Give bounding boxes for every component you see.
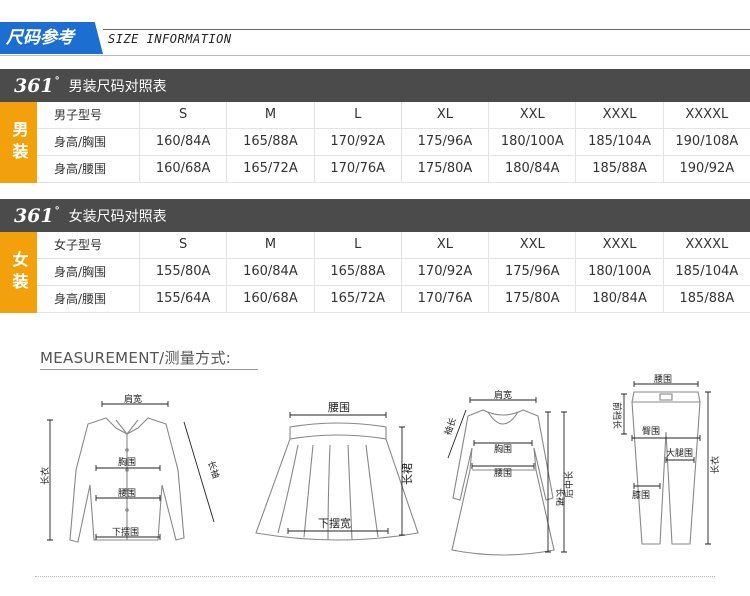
dress-shoulder-label: 肩宽 [494,389,512,401]
table-cell: 160/84A [226,259,313,285]
table-cell: 175/80A [488,286,575,312]
size-reference-tab: 尺码参考 [0,22,103,54]
table-cell: L [313,102,401,128]
table-cell: XXL [488,232,575,258]
dress-length-label: 长裙 [554,488,566,506]
table-cell: 160/68A [139,156,226,182]
shirt-diagram: 肩宽 长衣 胸围 腰围 下摆围 长袖 [38,390,228,555]
row-header-cell: 身高/腰围 [54,162,107,176]
shirt-length-label: 长衣 [39,467,51,485]
table-cell: 190/92A [662,156,750,182]
dress-waist-label: 腰围 [494,468,512,479]
measurement-underline [40,369,258,370]
table-cell: 165/88A [226,129,313,155]
dress-diagram: 肩宽 袖长 胸围 腰围 长裙 后中长 [438,388,588,558]
brand-logo: 361° [14,74,60,97]
women-table-title: 女装尺码对照表 [68,208,167,225]
table-cell: 190/108A [662,129,750,155]
dress-sleeve-label: 袖长 [442,416,459,437]
pants-diagram: 腰围 前裆长 臀围 大腿围 膝围 长衣 [598,372,728,557]
header-divider [103,29,750,30]
row-header-cell: 身高/胸围 [54,135,107,149]
table-cell: XXXXL [662,102,750,128]
dress-chest-label: 胸围 [494,443,512,455]
table-cell: 175/80A [400,156,488,182]
skirt-length-label: 长裙 [401,463,414,485]
pants-waist-label: 腰围 [654,374,672,385]
table-cell: 185/88A [575,156,662,182]
pants-front-rise-label: 前裆长 [611,402,623,429]
skirt-diagram: 腰围 下摆宽 长裙 [248,395,428,555]
bottom-divider [35,576,715,578]
table-cell: 165/72A [313,286,401,312]
measurement-title: MEASUREMENT/测量方式: [40,349,232,367]
size-information-label: SIZE INFORMATION [108,32,232,46]
table-cell: 180/84A [575,286,662,312]
brand-logo: 361° [14,204,60,227]
shirt-hem-label: 下摆围 [112,526,139,538]
table-cell: 165/88A [313,259,401,285]
table-cell: M [226,102,313,128]
men-gender-label: 男装 [0,102,37,183]
row-header-cell: 身高/腰围 [54,292,107,306]
table-cell: 185/104A [575,129,662,155]
table-cell: 170/92A [313,129,401,155]
pants-length-label: 长衣 [709,456,721,474]
row-header-cell: 身高/胸围 [54,265,107,279]
table-cell: 185/104A [662,259,750,285]
table-cell: L [313,232,401,258]
table-cell: XL [400,232,488,258]
shirt-sleeve-label: 长袖 [205,459,222,480]
table-cell: XL [400,102,488,128]
table-cell: 155/64A [139,286,226,312]
table-cell: 180/100A [488,129,575,155]
table-cell: XXXL [575,232,662,258]
pants-knee-label: 膝围 [632,489,650,501]
table-cell: 170/92A [400,259,488,285]
table-cell: S [139,102,226,128]
table-cell: 175/96A [400,129,488,155]
table-cell: 155/80A [139,259,226,285]
shirt-waist-label: 腰围 [118,488,136,499]
skirt-waist-label: 腰围 [328,401,350,414]
table-cell: XXXXL [662,232,750,258]
section-header: 尺码参考 SIZE INFORMATION [0,22,750,56]
men-table-title: 男装尺码对照表 [68,78,167,95]
table-cell: 185/88A [662,286,750,312]
table-cell: 180/84A [488,156,575,182]
table-cell: 170/76A [313,156,401,182]
row-header-cell: 女子型号 [54,238,103,252]
women-gender-label: 女装 [0,232,37,313]
table-cell: S [139,232,226,258]
men-table-title-bar: 361° 男装尺码对照表 [0,69,750,102]
header-underline [0,55,750,56]
table-cell: XXL [488,102,575,128]
row-header-cell: 男子型号 [54,108,103,122]
shirt-shoulder-label: 肩宽 [124,393,142,405]
table-cell: 160/68A [226,286,313,312]
pants-hip-label: 臀围 [642,426,660,437]
dress-back-length-label: 后中长 [563,471,575,498]
table-cell: 165/72A [226,156,313,182]
pants-thigh-label: 大腿围 [666,447,693,459]
table-cell: 175/96A [488,259,575,285]
table-cell: XXXL [575,102,662,128]
table-cell: 170/76A [400,286,488,312]
table-cell: 180/100A [575,259,662,285]
skirt-hem-label: 下摆宽 [318,516,351,530]
shirt-chest-label: 胸围 [118,456,136,468]
table-cell: 160/84A [139,129,226,155]
table-cell: M [226,232,313,258]
women-table-title-bar: 361° 女装尺码对照表 [0,199,750,232]
